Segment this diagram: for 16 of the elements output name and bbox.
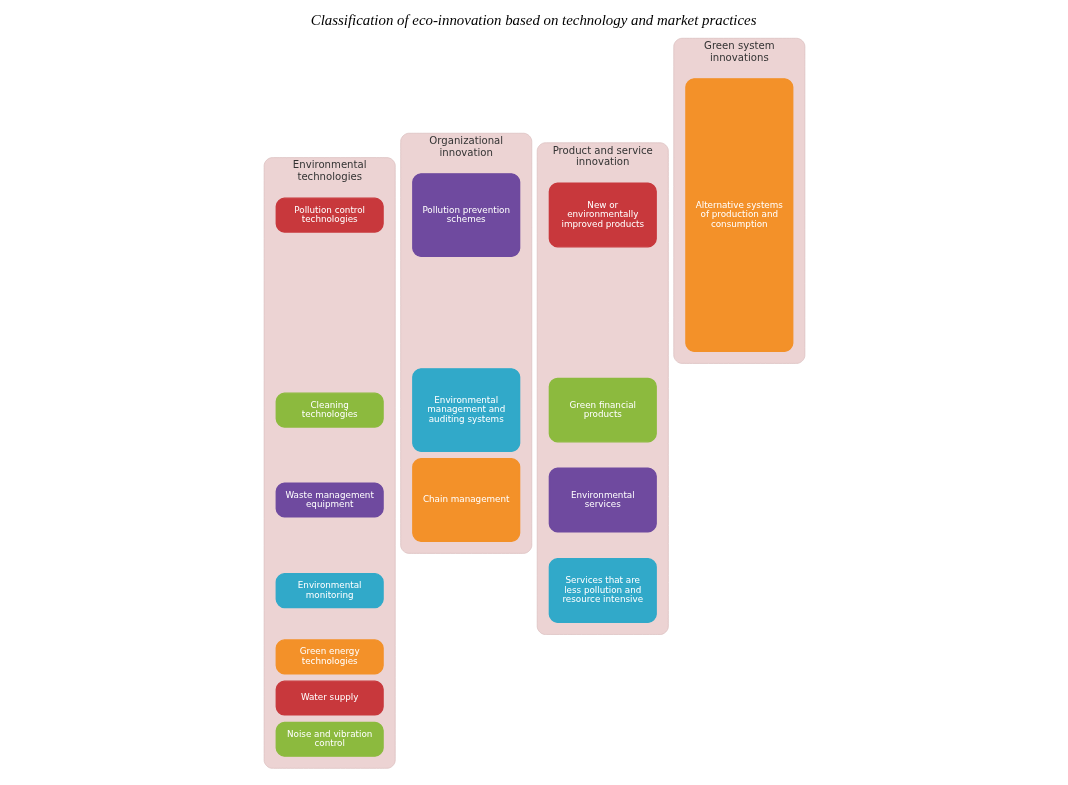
node-box: Services that are less pollution and resource intensive [548,558,657,623]
node-box: Green energy technologies [275,639,384,675]
node-box: Alternative systems of production and consumption [684,78,793,352]
node-box: Pollution prevention schemes [411,173,520,257]
diagram-title: Classification of eco-innovation based on technology and market practices [310,12,756,29]
node-box: Noise and vibration control [275,721,384,757]
node-box: Pollution control technologies [275,197,384,233]
node-box: Environmental management and auditing systems [411,368,520,452]
node-box: Environmental monitoring [275,573,384,609]
node-box: Chain management [411,458,520,542]
node-box: Environmental services [548,467,657,533]
node-box: Green financial products [548,377,657,443]
node-box: Water supply [275,680,384,716]
node-box: Cleaning technologies [275,392,384,428]
node-box: Waste management equipment [275,482,384,518]
node-box: New or environmentally improved products [548,182,657,248]
